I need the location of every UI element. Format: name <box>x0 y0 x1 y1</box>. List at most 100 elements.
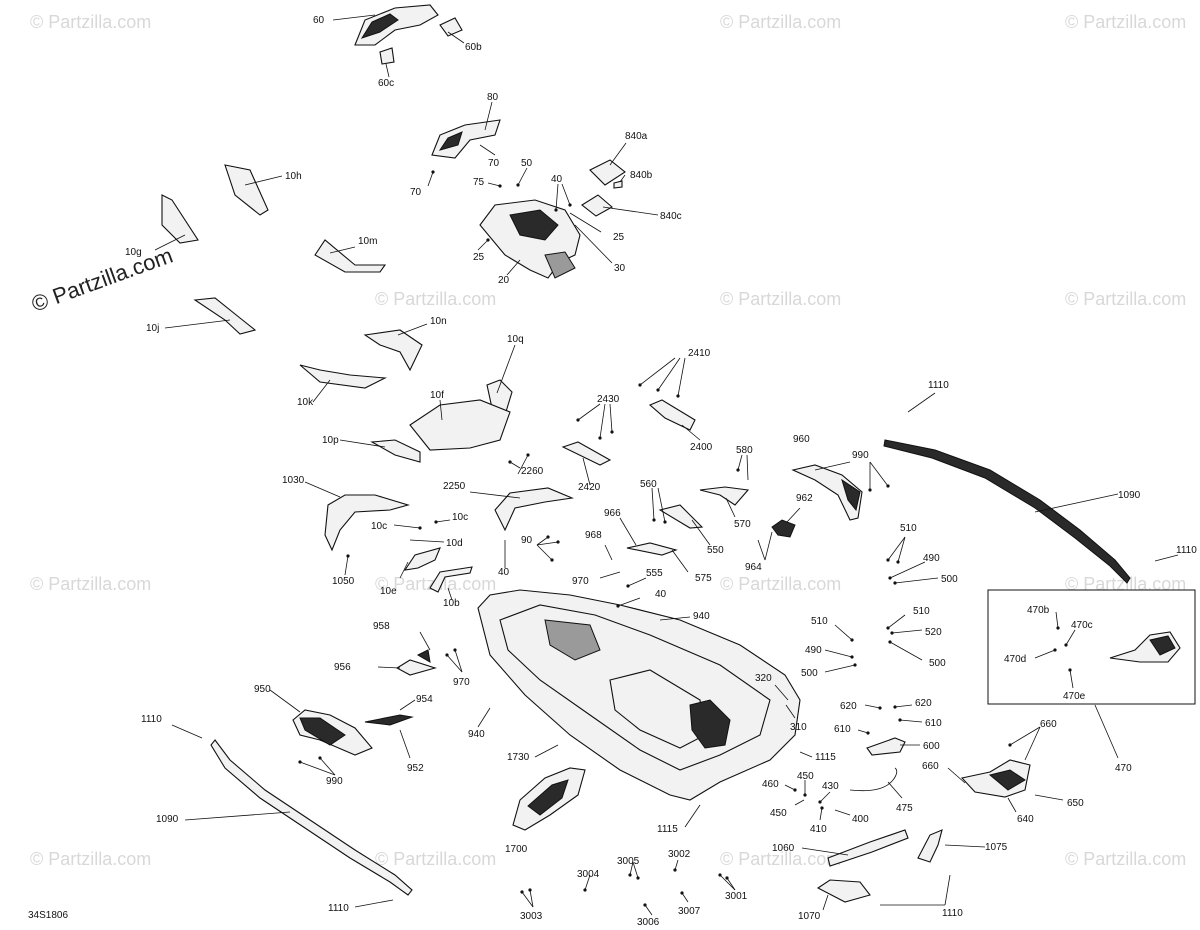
watermark-text: © Partzilla.com <box>720 574 841 594</box>
part-570 <box>699 486 750 506</box>
callout-label: 1030 <box>282 475 305 486</box>
callout-label: 430 <box>822 781 839 792</box>
part-60 <box>354 4 439 46</box>
callout-label: 75 <box>473 177 485 188</box>
callout-label: 1090 <box>156 814 179 825</box>
inset-labels: 470b 470c 470d 470e <box>1004 605 1093 702</box>
part-470-detail <box>1149 635 1176 656</box>
callout-label: 580 <box>736 445 753 456</box>
callout-label: 960 <box>793 434 810 445</box>
part-1030 <box>324 494 410 552</box>
callout-label: 570 <box>734 519 751 530</box>
part-10e <box>403 547 441 571</box>
callout-label: 1070 <box>798 911 821 922</box>
callout-label: 620 <box>840 701 857 712</box>
callout-label: 600 <box>923 741 940 752</box>
callout-label: 1060 <box>772 843 795 854</box>
callout-label: 10m <box>358 236 377 247</box>
part-20-detail <box>509 209 559 241</box>
callout-label: 1110 <box>141 714 162 725</box>
callout-label: 10c <box>452 512 468 523</box>
callout-label: 60b <box>465 42 482 53</box>
callout-label: 475 <box>896 803 913 814</box>
callout-label: 610 <box>925 718 942 729</box>
watermark-main: © Partzilla.com <box>28 243 176 317</box>
callout-label: 968 <box>585 530 602 541</box>
part-958 <box>416 649 431 663</box>
callout-label: 60 <box>313 15 325 26</box>
callout-label: 470e <box>1063 691 1086 702</box>
callout-label: 962 <box>796 493 813 504</box>
callout-label: 2400 <box>690 442 713 453</box>
callout-label: 10f <box>430 390 444 401</box>
callout-label: 450 <box>770 808 787 819</box>
callout-label: 964 <box>745 562 762 573</box>
callout-label: 10p <box>322 435 339 446</box>
part-1075 <box>917 829 943 863</box>
callout-label: 660 <box>922 761 939 772</box>
callout-label: 3006 <box>637 917 660 928</box>
callout-label: 940 <box>468 729 485 740</box>
watermark-text: © Partzilla.com <box>30 849 151 869</box>
callout-label: 1075 <box>985 842 1008 853</box>
callout-label: 460 <box>762 779 779 790</box>
watermark-text: © Partzilla.com <box>720 849 841 869</box>
callout-label: 470b <box>1027 605 1050 616</box>
part-10p <box>370 439 421 463</box>
part-1060 <box>827 829 909 867</box>
callout-label: 550 <box>707 545 724 556</box>
part-10j <box>193 297 257 335</box>
callout-label: 940 <box>693 611 710 622</box>
leader-lines <box>154 14 1179 916</box>
callout-label: 30 <box>614 263 626 274</box>
part-962 <box>771 519 796 538</box>
callout-label: 1115 <box>657 824 678 835</box>
callout-label: 500 <box>929 658 946 669</box>
inset-frame <box>987 589 1196 705</box>
callout-label: 10q <box>507 334 524 345</box>
callout-label: 2410 <box>688 348 711 359</box>
callout-label: 40 <box>551 174 563 185</box>
part-475 <box>849 767 898 792</box>
part-966 <box>626 542 678 556</box>
callout-label: 620 <box>915 698 932 709</box>
part-840a <box>589 159 626 186</box>
callout-label: 2260 <box>521 466 544 477</box>
callout-label: 470c <box>1071 620 1093 631</box>
callout-label: 320 <box>755 673 772 684</box>
part-950-detail <box>299 717 346 746</box>
part-550 <box>658 504 704 529</box>
hull-storage <box>689 699 731 749</box>
part-10k <box>299 364 387 389</box>
callout-label: 956 <box>334 662 351 673</box>
callout-label: 560 <box>640 479 657 490</box>
watermark-text: © Partzilla.com <box>720 12 841 32</box>
drawing-number: 34S1806 <box>28 910 68 921</box>
callout-label: 970 <box>572 576 589 587</box>
callout-label: 840a <box>625 131 648 142</box>
callout-label: 555 <box>646 568 663 579</box>
callout-label: 490 <box>805 645 822 656</box>
callout-label: 3004 <box>577 869 600 880</box>
callout-label: 966 <box>604 508 621 519</box>
callout-label: 2430 <box>597 394 620 405</box>
watermark-text: © Partzilla.com <box>720 289 841 309</box>
part-60c <box>379 47 395 65</box>
callout-label: 952 <box>407 763 424 774</box>
part-960-detail <box>841 478 861 512</box>
callout-label: 990 <box>852 450 869 461</box>
part-2400 <box>648 399 696 431</box>
callout-label: 10d <box>446 538 463 549</box>
watermark-text: © Partzilla.com <box>375 289 496 309</box>
part-840c <box>581 194 613 217</box>
callout-label: 490 <box>923 553 940 564</box>
callout-label: 80 <box>487 92 499 103</box>
callout-label: 70 <box>410 187 422 198</box>
callout-label: 500 <box>941 574 958 585</box>
hull-seat-rear <box>609 669 706 749</box>
callout-label: 990 <box>326 776 343 787</box>
callout-label: 1115 <box>815 752 836 763</box>
part-956 <box>395 659 437 676</box>
fastener-dots <box>298 170 1072 907</box>
